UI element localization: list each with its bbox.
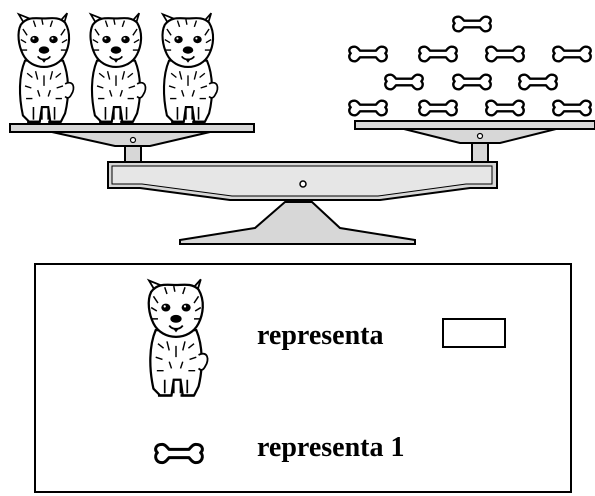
right-pan — [354, 120, 595, 130]
bone-icon — [552, 99, 592, 117]
bone-represents-label: representa 1 — [257, 432, 405, 463]
bone-icon — [452, 73, 492, 91]
bone-icon — [418, 99, 458, 117]
bone-icon — [384, 73, 424, 91]
scale-base — [179, 201, 416, 245]
scale-pivot — [299, 180, 307, 188]
dog-represents-label: representa — [257, 320, 384, 351]
bone-icon — [518, 73, 558, 91]
bone-icon — [485, 99, 525, 117]
bone-icon — [418, 45, 458, 63]
balance-scale — [9, 120, 595, 245]
bone-icon — [348, 45, 388, 63]
bone-icon — [485, 45, 525, 63]
dog-icon — [161, 11, 219, 124]
dog-icon — [17, 11, 75, 124]
left-pan — [9, 123, 255, 133]
dog-icon — [89, 11, 147, 124]
bone-icon — [552, 45, 592, 63]
legend-box — [34, 263, 572, 493]
bone-icon — [452, 15, 492, 33]
answer-input-box[interactable] — [442, 318, 506, 348]
right-pan-bones — [348, 15, 592, 117]
bone-icon — [348, 99, 388, 117]
left-pan-dogs — [17, 11, 219, 124]
